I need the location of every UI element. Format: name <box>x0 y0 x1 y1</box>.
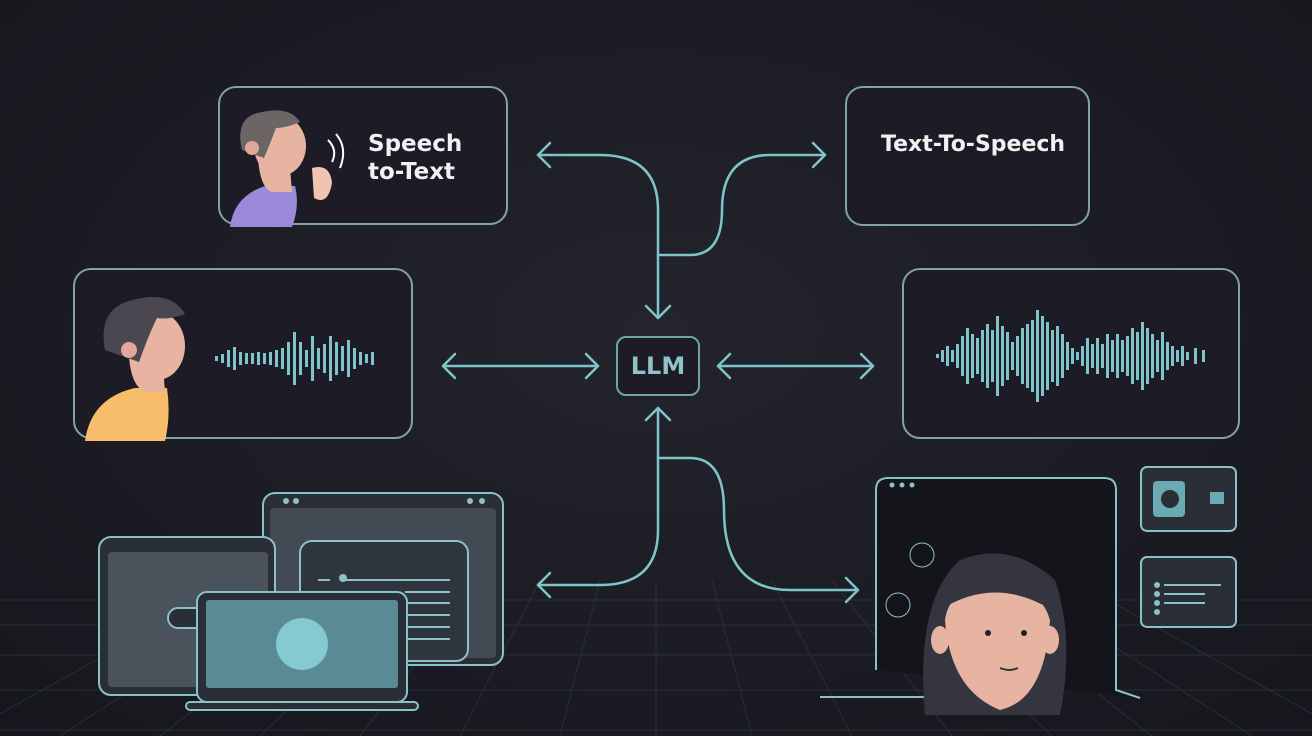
text-to-speech-card[interactable]: Text-To-Speech <box>845 86 1090 226</box>
speech-to-text-label: Speech to-Text <box>368 130 462 186</box>
waveform-icon <box>936 310 1205 402</box>
text-to-speech-label: Text-To-Speech <box>881 132 1066 157</box>
llm-node[interactable]: LLM <box>616 336 700 396</box>
waveform-icon <box>215 332 374 385</box>
voice-output-card[interactable] <box>902 268 1240 439</box>
person-speaking-icon <box>230 110 345 227</box>
person-waveform-illustration <box>85 297 374 441</box>
speech-to-text-card[interactable]: Speech to-Text <box>218 86 508 227</box>
voice-input-card[interactable] <box>73 268 413 441</box>
label-line-2: to-Text <box>368 159 456 185</box>
llm-label: LLM <box>630 352 686 380</box>
label-line-1: Speech <box>368 131 463 157</box>
